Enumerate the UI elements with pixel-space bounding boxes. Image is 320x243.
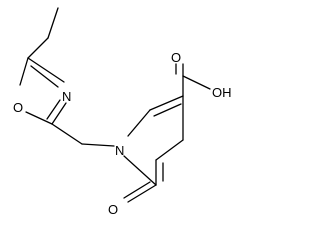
oxadiazole-bond-c3-n2 <box>19 57 29 86</box>
oxadiazole-bond-c5-n4-b <box>46 99 61 120</box>
pyridone-bond-c2-c3-b <box>153 103 182 117</box>
ethyl-bond-1 <box>47 7 59 39</box>
linker-bond-2 <box>81 143 115 147</box>
carbonyl-oxygen-label: O <box>108 202 118 217</box>
pyridone-bond-c6-n1 <box>123 155 157 186</box>
acid-hydroxyl-label: OH <box>212 85 232 100</box>
structure-diagram: O N N O O OH <box>13 7 232 217</box>
oxadiazole-bond-o1-c5 <box>25 111 53 125</box>
pyridone-bond-c2-c3-a <box>149 95 184 111</box>
pyridone-bond-c4-c5 <box>155 139 184 161</box>
pyridone-bond-n1-c2 <box>127 109 151 137</box>
oxadiazole-bond-n4-c3-a <box>27 57 65 83</box>
atom-labels: O N N O O OH <box>13 50 232 217</box>
bonds <box>19 7 211 203</box>
ring-nitrogen-top-label: N <box>62 89 71 104</box>
oxadiazole-bond-c5-n4-a <box>51 102 67 125</box>
carbonyl-bond-a <box>127 184 157 203</box>
pyridone-nitrogen-label: N <box>115 143 124 158</box>
acid-carbonyl-oxygen-label: O <box>171 50 181 65</box>
linker-bond-1 <box>51 123 83 145</box>
acid-bond-c-oh <box>182 75 211 90</box>
oxadiazole-bond-n4-c3-b <box>30 65 59 88</box>
carbonyl-bond-b <box>123 181 151 199</box>
ring-oxygen-label: O <box>13 100 23 115</box>
ethyl-bond-2 <box>27 37 49 59</box>
